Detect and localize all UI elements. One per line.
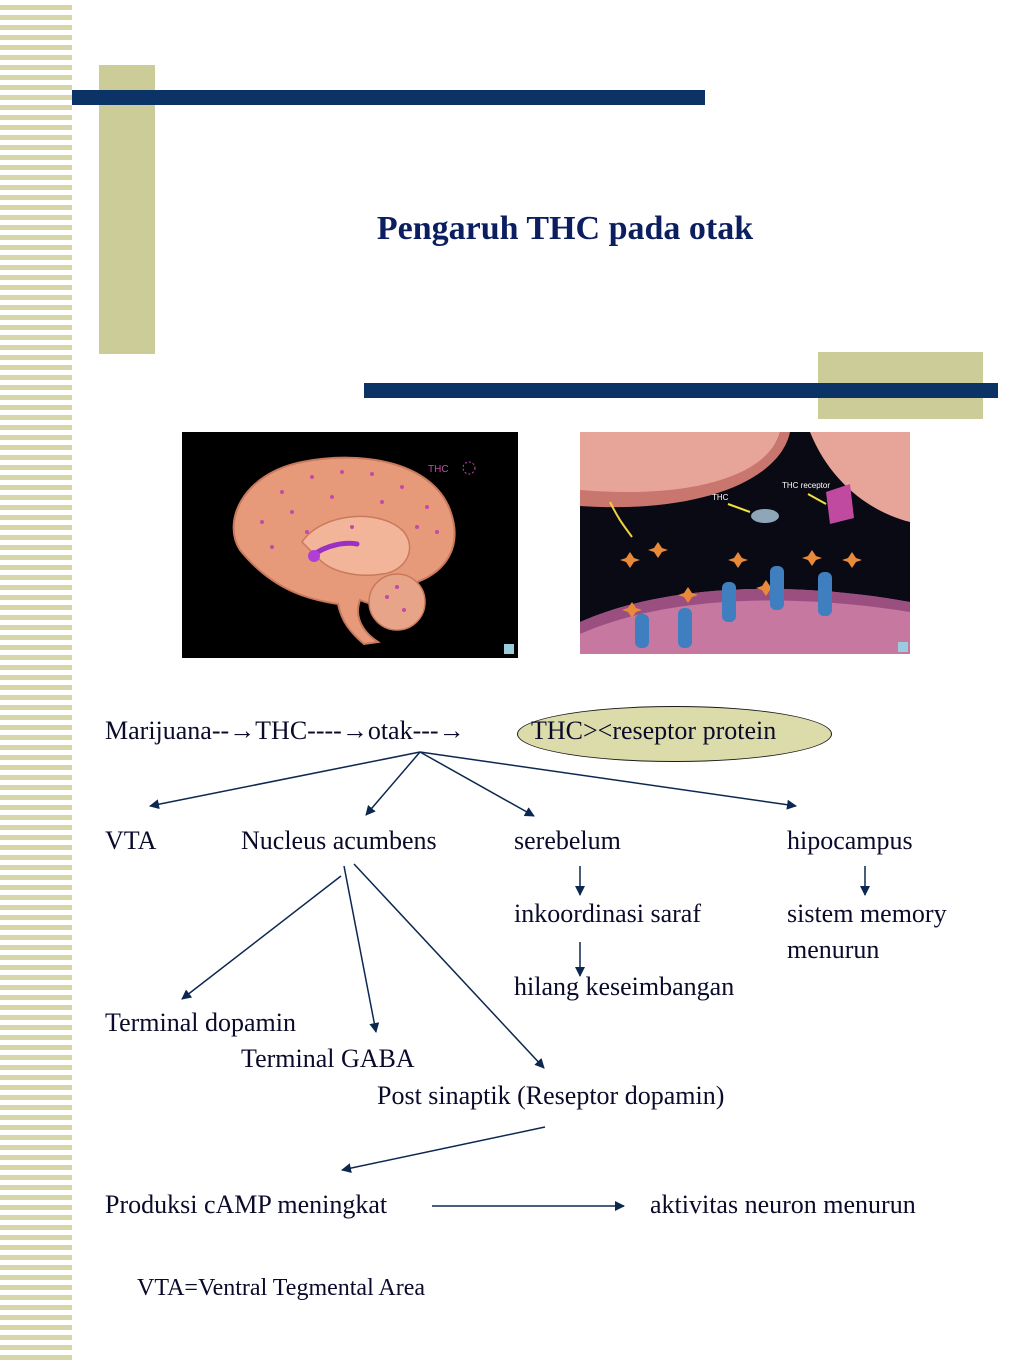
navy-bar-bottom <box>364 383 998 398</box>
effect-keseimbangan: hilang keseimbangan <box>514 972 735 1001</box>
output-dopamin: Terminal dopamin <box>105 1008 296 1037</box>
result-neuron: aktivitas neuron menurun <box>650 1190 916 1219</box>
arrow-to-hipocampus <box>419 751 797 810</box>
flow-thc: THC---- <box>255 716 342 745</box>
output-postsinaptik: Post sinaptik (Reseptor dopamin) <box>377 1081 725 1110</box>
top-flow-line: Marijuana--→THC----→otak---→ <box>105 718 465 744</box>
target-serebelum: serebelum <box>514 826 621 855</box>
flow-arrow-2: → <box>341 716 368 745</box>
arrow-to-acumbens <box>365 751 421 816</box>
flow-otak: otak--- <box>367 716 439 745</box>
target-acumbens: Nucleus acumbens <box>241 826 437 855</box>
result-camp: Produksi cAMP meningkat <box>105 1190 388 1219</box>
synapse-label-receptor: THC receptor <box>782 481 830 490</box>
flow-marijuana: Marijuana-- <box>105 716 230 745</box>
target-hipocampus: hipocampus <box>787 826 913 855</box>
slide-title: Pengaruh THC pada otak <box>376 210 754 247</box>
arrow-to-serebelum <box>419 751 535 817</box>
receptor-highlight <box>517 706 832 762</box>
synapse-image: THC THC receptor <box>580 432 910 654</box>
footnote: VTA=Ventral Tegmental Area <box>137 1275 426 1301</box>
effect-inkoordinasi: inkoordinasi saraf <box>514 899 702 928</box>
output-gaba: Terminal GABA <box>241 1044 415 1073</box>
flow-arrow-1: → <box>229 716 256 745</box>
olive-block-left <box>99 65 155 354</box>
navy-bar-top <box>72 90 705 105</box>
arrow-to-vta <box>149 751 421 810</box>
arrow-to-dopamin <box>181 875 342 1000</box>
effect-memory: sistem memory <box>787 899 947 928</box>
striped-margin <box>0 0 72 1365</box>
synapse-label-thc: THC <box>712 493 729 502</box>
arrow-to-camp <box>341 1126 546 1174</box>
brain-image: THC <box>182 432 518 658</box>
arrow-to-gaba <box>343 865 380 1033</box>
effect-menurun: menurun <box>787 935 880 964</box>
flow-arrow-3: → <box>438 716 465 745</box>
flow-receptor: THC><reseptor protein <box>531 716 777 745</box>
arrow-to-postsinaptik <box>353 863 545 1069</box>
target-vta: VTA <box>105 826 157 855</box>
brain-image-label: THC <box>428 464 449 475</box>
